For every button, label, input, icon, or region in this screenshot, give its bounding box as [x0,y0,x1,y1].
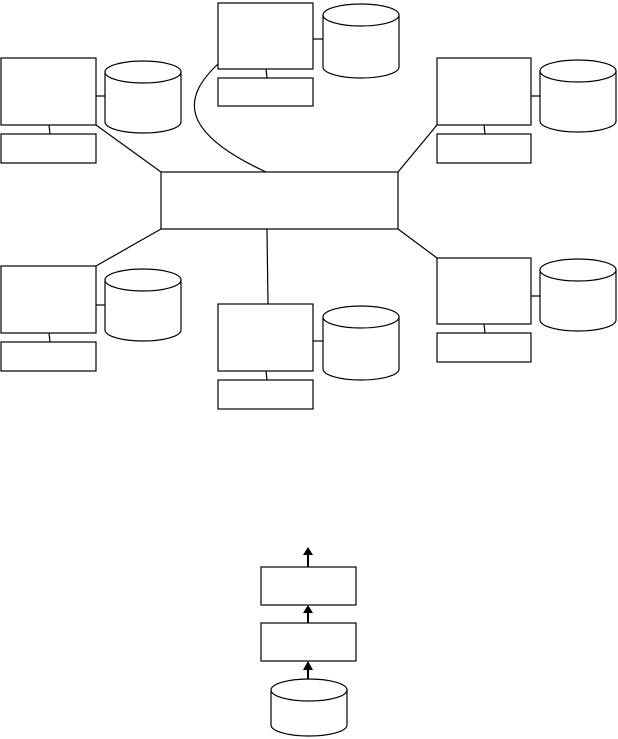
node-label-connector [483,124,486,135]
node-main-box [0,265,97,334]
link-hub-upper-left [95,124,162,173]
node-lower-left [0,265,182,372]
node-upper-left [0,57,182,164]
node-label-box [0,341,97,372]
node-label-connector [483,323,486,334]
link-hub-top-center [193,63,267,173]
stack-lower-layer-box [260,622,357,662]
database-icon [322,305,400,381]
database-icon [539,258,617,332]
database-icon [104,268,182,342]
link-hub-lower-right [397,228,438,259]
stack-upper-layer-box [260,566,357,606]
database-icon [539,59,617,133]
node-upper-right [436,57,617,164]
node-label-box [217,77,314,107]
node-top-center [217,2,400,107]
node-main-box [436,57,532,126]
node-main-box [436,257,532,325]
database-icon [104,60,182,134]
arrow-head-icon [303,547,313,555]
node-main-box [217,2,314,70]
node-label-box [436,133,532,164]
node-label-connector [265,68,268,79]
layer-stack [260,547,357,737]
node-label-connector [48,332,51,343]
link-hub-lower-left [95,228,162,267]
arrow-head-icon [303,661,313,670]
node-bottom-center [217,303,400,410]
node-label-box [217,379,314,410]
database-icon [322,3,400,79]
node-main-box [0,57,97,126]
node-label-box [0,133,97,164]
link-hub-upper-right [397,124,438,173]
node-label-box [436,332,532,363]
node-label-connector [265,370,268,381]
arrow-head-icon [303,605,313,613]
central-hub-box [160,171,399,230]
node-label-connector [48,124,51,135]
database-icon [270,678,348,737]
node-lower-right [436,257,617,363]
node-main-box [217,303,314,372]
link-hub-bottom-center [266,228,269,305]
